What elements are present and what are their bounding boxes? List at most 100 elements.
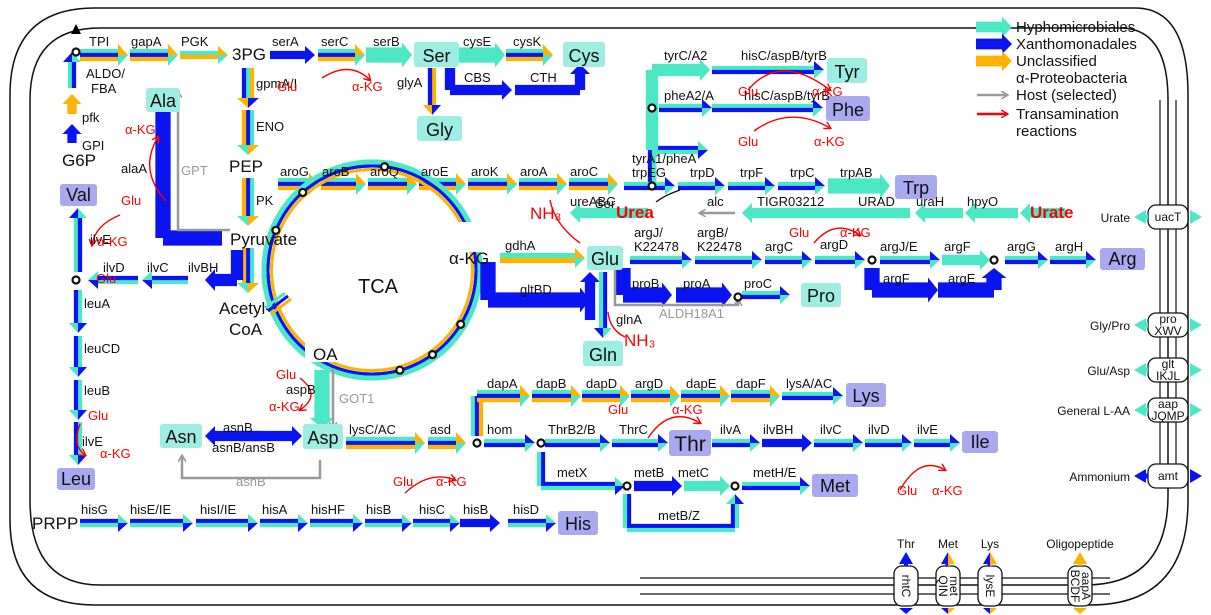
transport-arrow-up (1073, 552, 1087, 564)
arrow-head (571, 396, 581, 407)
arrow-head (78, 367, 87, 377)
pathway-arrow (684, 476, 730, 496)
transamination-akg-label: α-KG (97, 234, 128, 249)
arrow-head (670, 396, 680, 407)
enzyme-label-argG: argG (1007, 239, 1036, 254)
tca-cycle-arc (261, 159, 483, 381)
pathway-arrow (914, 434, 960, 452)
pathway-arrow (880, 251, 940, 269)
trp-box (895, 175, 937, 199)
transamination-glu-label: Glu (276, 367, 296, 382)
arrow-head (915, 213, 925, 223)
transamination-arrow (404, 477, 455, 494)
auxiliary-lines (76, 68, 945, 494)
transporter-name: aap (1158, 397, 1178, 411)
nh3-label: NH₃ (530, 204, 561, 223)
transamination-arrow (747, 70, 830, 90)
enzyme-label-hisC3: hisC (419, 502, 445, 517)
arrow-head (665, 177, 675, 186)
pathway-arrow (536, 452, 546, 486)
pathway-arrow (541, 477, 625, 495)
enzyme-label-urad: URAD (858, 194, 895, 209)
pathway-arrow (627, 523, 735, 533)
membrane-channel (640, 577, 1110, 595)
enzyme-label-hisB2: hisB (463, 502, 488, 517)
pathway-arrow (545, 434, 610, 452)
arrow-head (715, 177, 725, 186)
enzyme-label-aldo1: ALDO/ (86, 66, 125, 81)
arrow-head (815, 186, 825, 195)
pathway-arrow (652, 141, 708, 159)
enzyme-label-ilvC2: ilvC (820, 422, 842, 437)
arrow-head (802, 251, 812, 260)
enzyme-label-serC: serC (321, 34, 348, 49)
enzyme-label-dapB: dapB (536, 376, 566, 391)
pathway-arrow (631, 385, 680, 407)
transport-arrow-down (948, 608, 955, 614)
pep-label: PEP (229, 157, 263, 176)
pathway-arrow (778, 177, 825, 195)
junction-node (647, 103, 657, 113)
legend: HyphomicrobialesXanthomonadalesUnclassif… (977, 19, 1137, 140)
enzyme-label-pheA2: pheA2/A (664, 88, 714, 103)
arrow-head (305, 55, 315, 64)
pathway-arrow (506, 44, 553, 66)
pathway-arrow (270, 46, 315, 64)
pathway-arrow (712, 434, 760, 452)
pathway-arrow (205, 269, 237, 291)
transamination-arrow (300, 377, 312, 410)
arrow-head (62, 94, 72, 104)
enzyme-label-aroB: aroB (322, 164, 349, 179)
enzyme-label-argF2: argF (883, 271, 910, 286)
arrow-head (118, 55, 128, 66)
transport-arrow-in (1134, 403, 1146, 417)
transport-arrow-out (1190, 469, 1202, 483)
transport-arrow-stem (948, 560, 951, 566)
transporter-name: lysE (983, 575, 997, 598)
pathway-arrow (88, 271, 138, 289)
enzyme-label-cbs: CBS (464, 70, 491, 85)
pathway-arrow (455, 42, 505, 68)
enzyme-label-gdhA: gdhA (505, 238, 536, 253)
enzyme-label-proC: proC (744, 276, 772, 291)
arrow-head (880, 186, 890, 199)
arrow-head (237, 283, 248, 293)
enzyme-label-hisE: hisE/IE (130, 502, 172, 517)
transport-arrow-up (899, 552, 913, 564)
junction-node (733, 292, 743, 302)
arrow-head (915, 203, 925, 213)
transport-arrow-in (1144, 407, 1148, 413)
enzyme-label-argJ2: K22478 (634, 239, 679, 254)
junction-node (730, 481, 740, 491)
pathway-arrow (237, 178, 259, 226)
pathway-arrow (69, 290, 87, 333)
enzyme-label-asnB3: asnB (236, 474, 266, 489)
arrow-head (78, 323, 87, 333)
arrow-head (423, 105, 432, 115)
pathway-arrow (237, 68, 259, 108)
arrow-head (833, 387, 843, 396)
asn-label: Asn (165, 427, 196, 447)
enzyme-label-hisD: hisD (513, 502, 539, 517)
pathway-arrow (69, 336, 87, 377)
label-backdrop (445, 222, 500, 252)
junction-node (622, 481, 632, 491)
arrow-head (69, 410, 78, 420)
arrow-head (88, 271, 98, 280)
transamination-glu-label: Glu (738, 84, 758, 99)
arrow-head (765, 177, 775, 186)
transamination-glu-label: Glu (96, 271, 116, 286)
arrow-head (456, 173, 466, 184)
enzyme-label-cth: CTH (530, 70, 557, 85)
enzyme-label-hisC2: hisC/aspB/tyrB (744, 88, 830, 103)
enzyme-label-argJ1: argJ/ (634, 225, 663, 240)
arrow-head (590, 272, 600, 282)
nh3-label: NH₃ (624, 331, 655, 350)
pathway-arrow (130, 514, 193, 532)
enzyme-label-thrC: ThrC (619, 422, 648, 437)
pathway-arrow (965, 203, 1018, 223)
pathway-arrow (742, 286, 790, 304)
enzyme-label-metB: metB (634, 465, 664, 480)
ammonia-link (607, 311, 626, 338)
